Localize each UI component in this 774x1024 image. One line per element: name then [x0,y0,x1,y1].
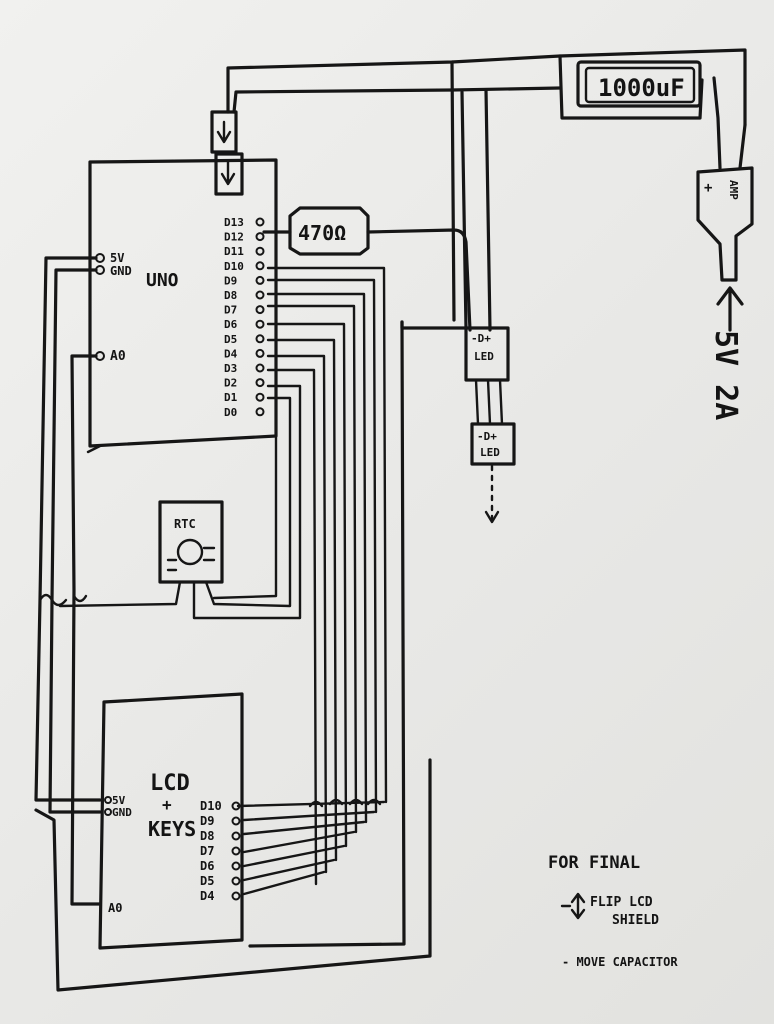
led2-pins: -D+ [477,430,497,443]
uno-pin-d9-terminal [255,275,265,285]
uno-pin-gnd: GND [110,264,132,278]
uno-pin-d11: D11 [224,245,244,258]
uno-pin-d11-terminal [255,246,265,256]
uno-pin-d4-terminal [255,348,265,358]
lcd-pin-d4: D4 [200,889,214,903]
lcd-pin-d8-terminal [231,831,241,841]
uno-pin-d13: D13 [224,216,244,229]
notes-item1: FLIP LCD [590,895,653,910]
uno-pin-d0: D0 [224,406,237,419]
resistor: 470Ω [262,206,472,332]
uno-pin-d8-terminal [255,290,265,300]
led1-pins: -D+ [471,332,491,345]
capacitor-label: 1000uF [598,74,685,102]
led-module-2: -D+ LED [470,422,516,466]
lcd-plus: + [162,795,172,814]
amp-plus: + [704,180,712,196]
uno-pin-d5: D5 [224,333,237,346]
arduino-uno: UNO 5V GND A0 D13D12D11D10D9D8D7D6D5D4D3… [88,158,278,448]
uno-pin-d5-terminal [255,334,265,344]
uno-pin-d4: D4 [224,347,238,360]
lcd-pin-d6-terminal [231,861,241,871]
uno-pin-d6: D6 [224,318,238,331]
lcd-pin-d8: D8 [200,829,214,843]
lcd-pin-d5: D5 [200,874,214,888]
lcd-pin-a0: A0 [108,901,122,915]
lcd-pin-d6: D6 [200,859,214,873]
uno-pin-d7: D7 [224,304,237,317]
uno-pin-d12: D12 [224,231,244,244]
uno-pin-d7-terminal [255,305,265,315]
uno-pin-5v: 5V [110,251,124,265]
lcd-pin-d9-terminal [231,816,241,826]
amplifier: + AMP [696,166,754,282]
uno-pin-a0: A0 [110,349,126,364]
usb-connector [210,110,244,196]
lcd-pin-d7: D7 [200,844,214,858]
power-supply: 5V 2A [708,286,744,420]
uno-label: UNO [146,270,179,291]
led1-label: LED [474,350,494,363]
power-rails [226,48,747,332]
lcd-pin-d10: D10 [200,799,222,813]
uno-pin-d10: D10 [224,260,244,273]
led-module-1: -D+ LED [464,326,510,382]
uno-pin-d1: D1 [224,391,238,404]
uno-pin-d0-terminal [255,407,265,417]
uno-pin-d13-terminal [255,217,265,227]
resistor-label: 470Ω [298,221,346,245]
lcd-pin-d4-terminal [231,891,241,901]
lcd-pin-d5-terminal [231,876,241,886]
notes: FOR FINAL FLIP LCD SHIELD - MOVE CAPACIT… [548,853,678,969]
notes-item1b: SHIELD [612,913,659,928]
uno-pin-d9: D9 [224,274,237,287]
lcd-pin-d9: D9 [200,814,214,828]
uno-pin-d10-terminal [255,261,265,271]
supply-label: 5V 2A [708,330,743,420]
amp-label: AMP [727,180,740,200]
uno-pin-d2: D2 [224,377,237,390]
rtc-label: RTC [174,517,196,531]
lcd-pin-5v: 5V [112,794,126,807]
lcd-pin-d7-terminal [231,846,241,856]
signal-wires [34,256,432,992]
lcd-label: LCD [150,771,190,796]
notes-title: FOR FINAL [548,853,640,873]
notes-item2: - MOVE CAPACITOR [562,955,678,969]
uno-pin-d2-terminal [255,378,265,388]
uno-pin-d3-terminal [255,363,265,373]
uno-pin-d1-terminal [255,392,265,402]
uno-pin-d8: D8 [224,289,237,302]
capacitor: 1000uF [576,60,702,108]
uno-pin-d12-terminal [255,232,265,242]
uno-pin-d6-terminal [255,319,265,329]
lcd-keys-label: KEYS [148,817,196,841]
led2-label: LED [480,446,500,459]
lcd-pin-gnd: GND [112,806,132,819]
uno-pin-d3: D3 [224,362,237,375]
rtc-module: RTC [158,500,224,584]
